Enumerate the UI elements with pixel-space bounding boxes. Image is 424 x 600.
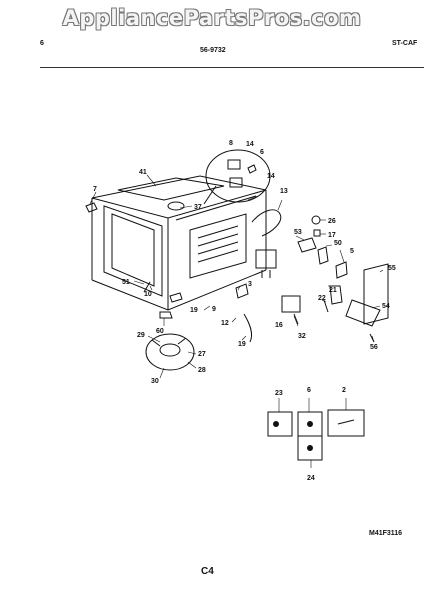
callout-label: 41 <box>139 169 147 176</box>
callout-label: 19 <box>238 341 246 348</box>
callout-label: 19 <box>190 307 198 314</box>
header-left-mark: 6 <box>40 40 44 47</box>
wire-harness-drawing <box>251 209 282 237</box>
thermostat-part <box>311 215 321 225</box>
fuse-part <box>313 229 321 237</box>
stirrer-hub <box>167 201 185 211</box>
latch-part <box>169 292 183 303</box>
header-part-number: 56-9732 <box>200 47 226 54</box>
callout-label: 9 <box>212 306 216 313</box>
kit-part-2 <box>337 419 355 425</box>
header-model-code: ST-CAF <box>392 40 418 47</box>
door-latch-part <box>345 299 381 327</box>
transformer-part <box>281 295 301 313</box>
parts-kit-box-2 <box>327 409 365 437</box>
switch-lever <box>323 299 329 313</box>
callout-label: 17 <box>328 232 336 239</box>
parts-kit-box-24 <box>297 435 323 461</box>
oven-cavity-drawing <box>91 175 267 311</box>
wire-lead <box>143 281 151 293</box>
leader-lines <box>89 174 384 468</box>
cavity-top-cover <box>117 177 225 201</box>
page-number: C4 <box>201 566 214 577</box>
transformer-lead <box>293 313 299 325</box>
callout-label: 56 <box>370 344 378 351</box>
callout-label: 13 <box>280 188 288 195</box>
vent-slot <box>197 225 239 239</box>
kit-part-23 <box>273 421 279 427</box>
callout-label: 55 <box>388 265 396 272</box>
cavity-door-opening <box>103 205 163 297</box>
cavity-inner-wall <box>111 213 155 287</box>
callout-label: 37 <box>194 204 202 211</box>
callout-label: 51 <box>122 279 130 286</box>
motor-assembly-drawing <box>145 333 195 371</box>
callout-label: 14 <box>246 141 254 148</box>
interlock-switch-part <box>317 246 329 265</box>
callout-label: 23 <box>275 390 283 397</box>
callout-label: 60 <box>156 328 164 335</box>
callout-label: 8 <box>229 140 233 147</box>
callout-label: 7 <box>93 186 97 193</box>
vent-slot <box>197 233 239 247</box>
callout-label: 26 <box>328 218 336 225</box>
kit-part-24 <box>307 445 313 451</box>
magnetron-part <box>255 249 277 269</box>
bracket-part <box>297 237 317 253</box>
monitor-switch-part <box>329 285 343 305</box>
magnetron-leads <box>261 270 271 278</box>
callout-label: 24 <box>307 475 315 482</box>
diode-part <box>235 283 249 299</box>
callout-labels: 41 37 7 8 14 6 14 13 26 17 5 53 50 55 21… <box>93 140 396 482</box>
callout-label: 29 <box>137 332 145 339</box>
callout-label: 16 <box>275 322 283 329</box>
callout-label: 54 <box>382 303 390 310</box>
watermark-text: AppliancePartsPros.com <box>62 6 362 30</box>
switch-part <box>335 261 348 279</box>
callout-label: 27 <box>198 351 206 358</box>
cam-part <box>159 311 173 319</box>
callout-label: 2 <box>342 387 346 394</box>
high-voltage-wire <box>243 313 253 343</box>
callout-label: 22 <box>318 295 326 302</box>
vent-slot <box>197 241 239 255</box>
control-bracket-part <box>363 263 389 325</box>
callout-label: 30 <box>151 378 159 385</box>
drawing-code: M41F3116 <box>369 530 403 537</box>
cavity-side-compartment <box>189 213 247 279</box>
kit-part-6 <box>307 421 313 427</box>
callout-label: 10 <box>144 291 152 298</box>
callout-label: 5 <box>350 248 354 255</box>
header-rule <box>40 67 424 68</box>
callout-label: 32 <box>298 333 306 340</box>
callout-label: 12 <box>221 320 229 327</box>
screw-part <box>85 202 98 213</box>
parts-kit-box-23 <box>267 411 293 437</box>
callout-label: 6 <box>307 387 311 394</box>
cavity-rail <box>175 195 257 221</box>
callout-label: 3 <box>248 281 252 288</box>
callout-label: 50 <box>334 240 342 247</box>
vent-slot <box>197 249 239 263</box>
callout-label: 53 <box>294 229 302 236</box>
callout-label: 21 <box>329 287 337 294</box>
cavity-bottom-edge <box>91 269 267 311</box>
callout-label: 28 <box>198 367 206 374</box>
switch-assembly-drawing <box>203 149 271 205</box>
callout-label: 14 <box>267 173 275 180</box>
callout-label: 6 <box>260 149 264 156</box>
